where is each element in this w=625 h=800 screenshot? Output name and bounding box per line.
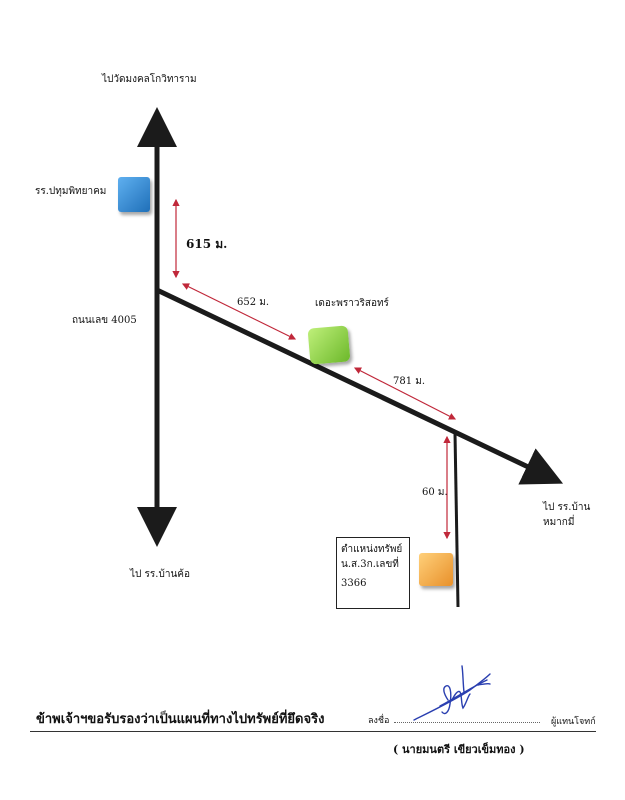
property-label-line3: 3366 [341,578,367,589]
store-label: เดอะพราวริสอทร์ [315,298,389,309]
property-label-box: ตำแหน่งทรัพย์ น.ส.3ก.เลขที่ 3366 [336,537,410,609]
signature-mark [413,665,491,721]
property-label-line2: น.ส.3ก.เลขที่ [341,559,399,570]
branch-road [453,432,460,608]
footer-divider [30,731,596,732]
distance-branch-property-label: 60 ม. [422,487,448,498]
east-destination-label-line1: ไป รร.บ้าน [543,502,591,513]
distance-store-branch-label: 781 ม. [393,376,426,387]
signature-label: ลงชื่อ [368,716,390,726]
role-label: ผู้แทนโจทก์ [551,717,596,727]
south-destination-label: ไป รร.บ้านค้อ [130,569,190,580]
orange-square-icon [419,553,453,586]
distance-arrow-store-branch [353,367,457,420]
certification-statement: ข้าพเจ้าฯขอรับรองว่าเป็นแผนที่ทางไปทรัพย… [36,712,325,727]
distance-north-label: 615 ม. [186,237,228,251]
school-label: รร.ปทุมพิทยาคม [35,186,107,197]
signature-dotted-line [394,722,540,723]
east-destination-label-line2: หมากมี่ [543,517,575,528]
blue-square-icon [118,177,150,212]
distance-junction-store-label: 652 ม. [237,297,270,308]
north-destination-label: ไปวัดมงคลโกวิทาราม [102,74,197,85]
property-label-line1: ตำแหน่งทรัพย์ [341,544,403,555]
green-square-icon [307,325,351,365]
road-4005 [155,287,564,485]
signer-name: ( นายมนตรี เขียวเข็มทอง ) [393,743,525,756]
distance-arrow-junction-store [181,283,297,340]
road-name-label: ถนนเลข 4005 [72,315,137,326]
